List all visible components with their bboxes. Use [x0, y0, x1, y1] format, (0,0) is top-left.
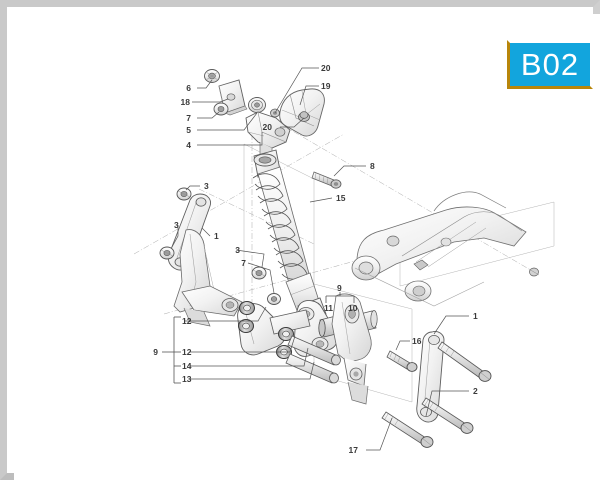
callout-11: 11 [324, 303, 333, 313]
callout-14: 14 [182, 361, 192, 371]
washer-7 [213, 102, 229, 116]
bearing-5 [248, 97, 266, 113]
nut-3-lower [159, 246, 175, 260]
callout-12b: 12 [182, 347, 192, 357]
callout-1b: 1 [473, 311, 478, 321]
callout-9b: 9 [153, 347, 158, 357]
callout-1a: 1 [214, 231, 219, 241]
frame-bracket [173, 229, 243, 327]
nut-3-center [251, 266, 267, 280]
fastener-right-end [528, 267, 540, 277]
section-badge: B02 [507, 40, 593, 89]
callout-3c: 3 [235, 245, 240, 255]
group-9-bracket-center [325, 292, 355, 303]
lower-frame-bracket [331, 293, 372, 405]
callout-labels: 20 19 6 18 7 5 20 4 8 15 3 3 1 3 7 9 11 … [153, 63, 478, 455]
bolt-2 [437, 341, 492, 382]
central-linkage [237, 300, 341, 384]
callout-6: 6 [186, 83, 191, 93]
parts-diagram-svg: 20 19 6 18 7 5 20 4 8 15 3 3 1 3 7 9 11 … [133, 63, 555, 455]
nut-3-upper [176, 187, 192, 201]
bolt-8 [311, 171, 342, 189]
washer-7-center [267, 293, 281, 305]
callout-15: 15 [336, 193, 346, 203]
bearing-12-cluster [238, 301, 294, 359]
callout-5: 5 [186, 125, 191, 135]
callout-10: 10 [348, 303, 358, 313]
callout-3a: 3 [204, 181, 209, 191]
callout-3b: 3 [174, 220, 179, 230]
callout-2: 2 [473, 386, 478, 396]
callout-20a: 20 [321, 63, 331, 73]
nut-6 [204, 69, 220, 83]
leader-lines [171, 67, 469, 451]
callout-7a: 7 [186, 113, 191, 123]
callout-18: 18 [181, 97, 191, 107]
callout-4: 4 [186, 140, 191, 150]
callout-7b: 7 [241, 258, 246, 268]
callout-16: 16 [412, 336, 422, 346]
callout-12a: 12 [182, 316, 192, 326]
callout-8: 8 [370, 161, 375, 171]
callout-20b: 20 [263, 122, 273, 132]
swingarm-assembly [351, 191, 527, 307]
callout-17: 17 [349, 445, 359, 455]
callout-13: 13 [182, 374, 192, 384]
diagram-canvas: 20 19 6 18 7 5 20 4 8 15 3 3 1 3 7 9 11 … [14, 14, 600, 480]
right-link-rod-1 [416, 331, 445, 423]
callout-19: 19 [321, 81, 331, 91]
bolt-17 [381, 411, 434, 448]
bolt-20-lower [299, 111, 309, 119]
group-9-bracket [162, 316, 181, 384]
callout-9a: 9 [337, 283, 342, 293]
bolt-16 [386, 350, 418, 372]
bolt-lower-pair-upper [421, 397, 474, 434]
